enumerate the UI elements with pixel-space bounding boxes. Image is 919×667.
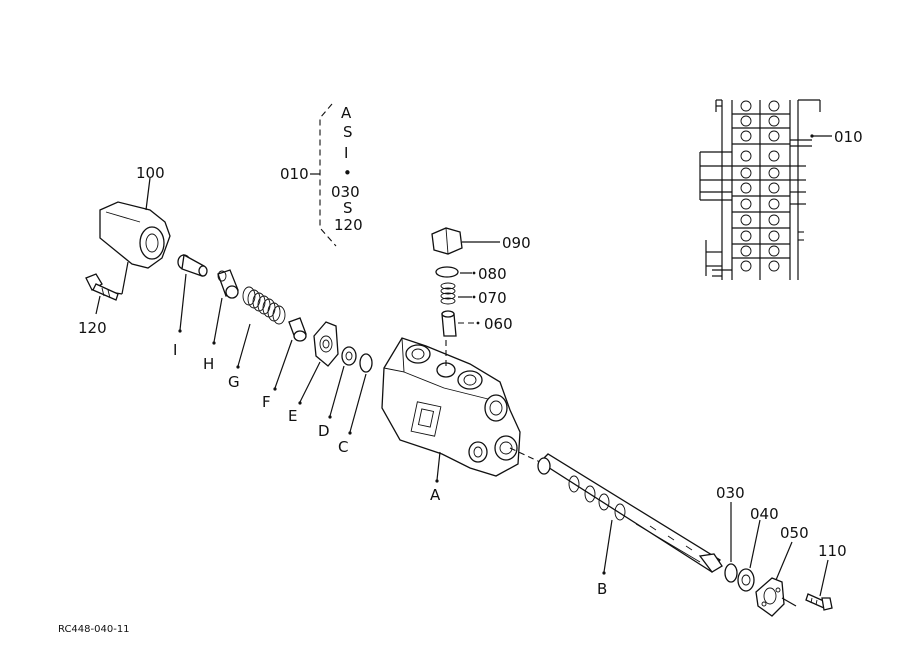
spring-070	[440, 282, 476, 305]
cap-100	[99, 177, 171, 295]
label-d: D	[318, 422, 330, 440]
bolt-120	[85, 273, 119, 315]
kit-item: A	[341, 104, 352, 122]
label-070: 070	[478, 289, 507, 307]
kit-ref-label: 010	[280, 165, 309, 183]
label-080: 080	[478, 265, 507, 283]
label-040: 040	[750, 505, 779, 523]
valve-body-a	[381, 337, 521, 483]
label-a: A	[430, 486, 441, 504]
part-c-oring	[348, 353, 373, 435]
kit-list: 010 A S I • 030 S 120	[280, 103, 363, 247]
part-g-spring	[236, 286, 286, 369]
plug-090	[431, 227, 500, 255]
label-i: I	[173, 341, 177, 359]
kit-item: 030	[331, 183, 360, 201]
label-050: 050	[780, 524, 809, 542]
label-010-inset: 010	[834, 128, 863, 146]
oring-030	[724, 502, 738, 583]
kit-item: S	[343, 123, 353, 141]
part-d	[328, 346, 357, 419]
kit-item: I	[344, 144, 348, 162]
label-060: 060	[484, 315, 513, 333]
kit-item: 120	[334, 216, 363, 234]
label-h: H	[203, 355, 214, 373]
part-i	[177, 253, 208, 333]
valve-stack-inset	[699, 99, 832, 280]
label-b: B	[597, 580, 607, 598]
label-c: C	[338, 438, 348, 456]
cover-050	[755, 541, 797, 617]
poppet-060	[441, 310, 480, 337]
part-e	[298, 321, 339, 405]
kit-item: S	[343, 199, 353, 217]
kit-item: •	[343, 164, 352, 182]
bolt-110	[805, 559, 833, 611]
label-030: 030	[716, 484, 745, 502]
oring-080	[435, 266, 476, 278]
label-f: F	[262, 393, 271, 411]
label-g: G	[228, 373, 240, 391]
part-f	[273, 317, 307, 391]
washer-040	[737, 519, 761, 592]
kit-bracket	[319, 103, 337, 247]
label-e: E	[288, 407, 297, 425]
label-090: 090	[502, 234, 531, 252]
part-h	[212, 269, 239, 345]
drawing-code: RC448-040-11	[58, 624, 130, 635]
label-100: 100	[136, 164, 165, 182]
spool-b	[509, 447, 723, 575]
leader-100	[145, 177, 151, 211]
label-110: 110	[818, 542, 847, 560]
label-120-left: 120	[78, 319, 107, 337]
